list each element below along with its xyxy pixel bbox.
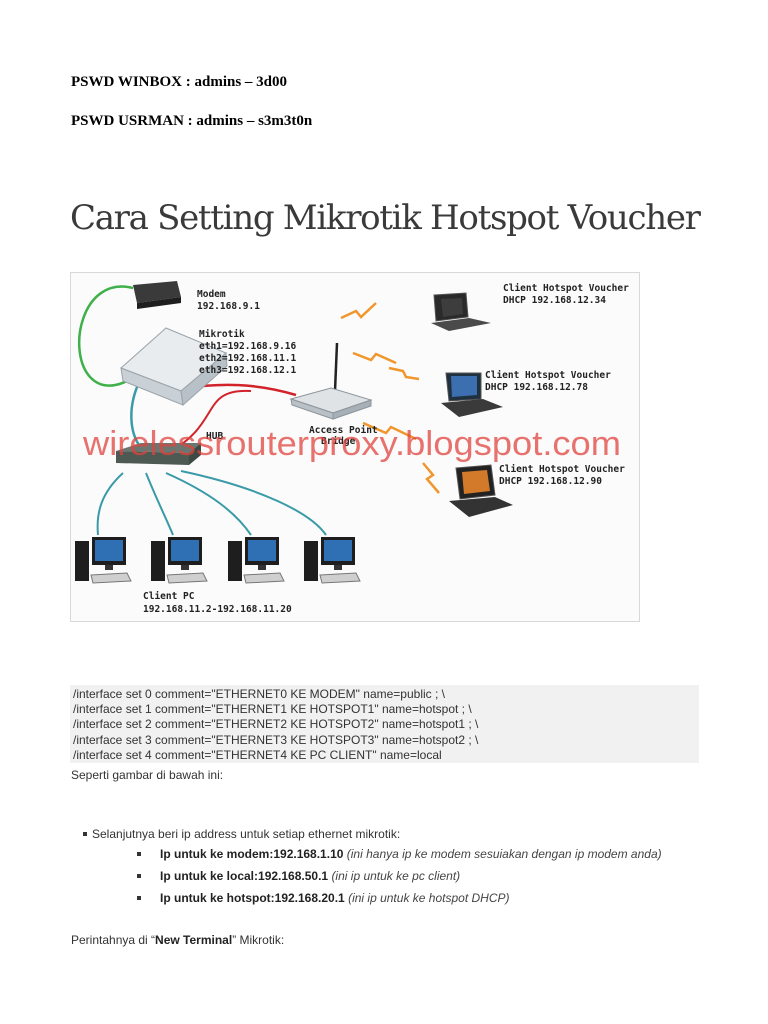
modem-cable	[77, 285, 142, 387]
code-line: /interface set 2 comment="ETHERNET2 KE H…	[73, 717, 479, 732]
laptop-icon	[449, 464, 513, 517]
mikrotik-eth3: eth3=192.168.12.1	[199, 365, 297, 376]
mikrotik-label: Mikrotik	[199, 329, 245, 340]
code-line: /interface set 4 comment="ETHERNET4 KE P…	[73, 747, 442, 762]
mikrotik-eth2: eth2=192.168.11.1	[199, 353, 297, 364]
ip-local-note: (ini ip untuk ke pc client)	[331, 869, 461, 883]
pc1-cable	[96, 472, 124, 536]
ip-sublist: Ip untuk ke modem:192.168.1.10 (ini hany…	[92, 847, 662, 913]
code-line: /interface set 0 comment="ETHERNET0 KE M…	[73, 687, 445, 701]
laptop-icon	[431, 292, 491, 331]
client-1-ip: DHCP 192.168.12.34	[503, 295, 606, 306]
client-3-name: Client Hotspot Voucher	[499, 464, 625, 475]
modem-label: Modem	[197, 289, 226, 300]
pc2-cable	[145, 472, 174, 536]
ip-modem-bold: Ip untuk ke modem:192.168.1.10	[160, 847, 344, 861]
list-item: Ip untuk ke hotspot:192.168.20.1 (ini ip…	[92, 891, 662, 913]
mikrotik-router-icon	[120, 327, 228, 406]
access-point-label-2: Bridge	[321, 436, 356, 447]
pc4-cable	[180, 470, 327, 536]
ip-list: Selanjutnya beri ip address untuk setiap…	[71, 827, 662, 913]
wireless-signal	[422, 462, 440, 494]
ip-local-bold: Ip untuk ke local:192.168.50.1	[160, 869, 329, 883]
client-pc-range: 192.168.11.2-192.168.11.20	[143, 604, 292, 615]
bullet-icon	[137, 896, 141, 900]
seperti-text: Seperti gambar di bawah ini:	[71, 768, 224, 782]
code-block: /interface set 0 comment="ETHERNET0 KE M…	[70, 685, 699, 763]
desktop-pc-icon	[304, 537, 361, 584]
bullet-icon	[137, 852, 141, 856]
access-point-icon	[289, 342, 373, 420]
bullet-icon	[83, 832, 87, 836]
modem-icon	[133, 281, 181, 309]
ip-hotspot-note: (ini ip untuk ke hotspot DHCP)	[348, 891, 510, 905]
desktop-pc-icon	[228, 537, 285, 584]
laptop-icon	[441, 372, 503, 417]
access-point-label-1: Access Point	[309, 425, 378, 436]
bullet-icon	[137, 874, 141, 878]
pc3-cable	[165, 472, 252, 536]
usrman-password-line: PSWD USRMAN : admins – s3m3t0n	[71, 113, 313, 129]
page-title: Cara Setting Mikrotik Hotspot Voucher	[70, 198, 701, 238]
list-item: Ip untuk ke local:192.168.50.1 (ini ip u…	[92, 869, 662, 891]
hub-ap-cable	[170, 389, 252, 452]
blog-watermark: wirelessrouterproxy.blogspot.com	[82, 425, 621, 463]
network-diagram: Modem 192.168.9.1 Mikrotik eth1=192.168.…	[70, 272, 640, 622]
winbox-password-line: PSWD WINBOX : admins – 3d00	[71, 74, 288, 90]
client-2-name: Client Hotspot Voucher	[485, 370, 611, 381]
wireless-signal	[352, 351, 397, 365]
list-item: Selanjutnya beri ip address untuk setiap…	[71, 827, 662, 913]
ip-hotspot-bold: Ip untuk ke hotspot:192.168.20.1	[160, 891, 345, 905]
ip-modem-note: (ini hanya ip ke modem sesuiakan dengan …	[346, 847, 662, 861]
code-line: /interface set 3 comment="ETHERNET3 KE H…	[73, 732, 479, 747]
code-line: /interface set 1 comment="ETHERNET1 KE H…	[73, 702, 472, 717]
hub-icon	[116, 443, 201, 465]
client-3-ip: DHCP 192.168.12.90	[499, 476, 602, 487]
client-2-ip: DHCP 192.168.12.78	[485, 382, 588, 393]
client-pc-label: Client PC	[143, 591, 195, 602]
client-1-name: Client Hotspot Voucher	[503, 283, 629, 294]
perintah-bold: New Terminal	[155, 933, 233, 947]
perintah-text: Perintahnya di “New Terminal” Mikrotik:	[71, 933, 284, 947]
list-intro: Selanjutnya beri ip address untuk setiap…	[92, 827, 401, 841]
modem-ip: 192.168.9.1	[197, 301, 260, 312]
hub-label: HUB	[206, 431, 223, 442]
list-item: Ip untuk ke modem:192.168.1.10 (ini hany…	[92, 847, 662, 869]
perintah-after: ” Mikrotik:	[232, 933, 285, 947]
mikrotik-eth1: eth1=192.168.9.16	[199, 341, 297, 352]
perintah-before: Perintahnya di “	[71, 933, 156, 947]
wireless-signal	[388, 366, 420, 381]
desktop-pc-icon	[75, 537, 132, 584]
wireless-signal	[340, 302, 377, 320]
desktop-pc-icon	[151, 537, 208, 584]
wireless-signal	[362, 421, 417, 441]
